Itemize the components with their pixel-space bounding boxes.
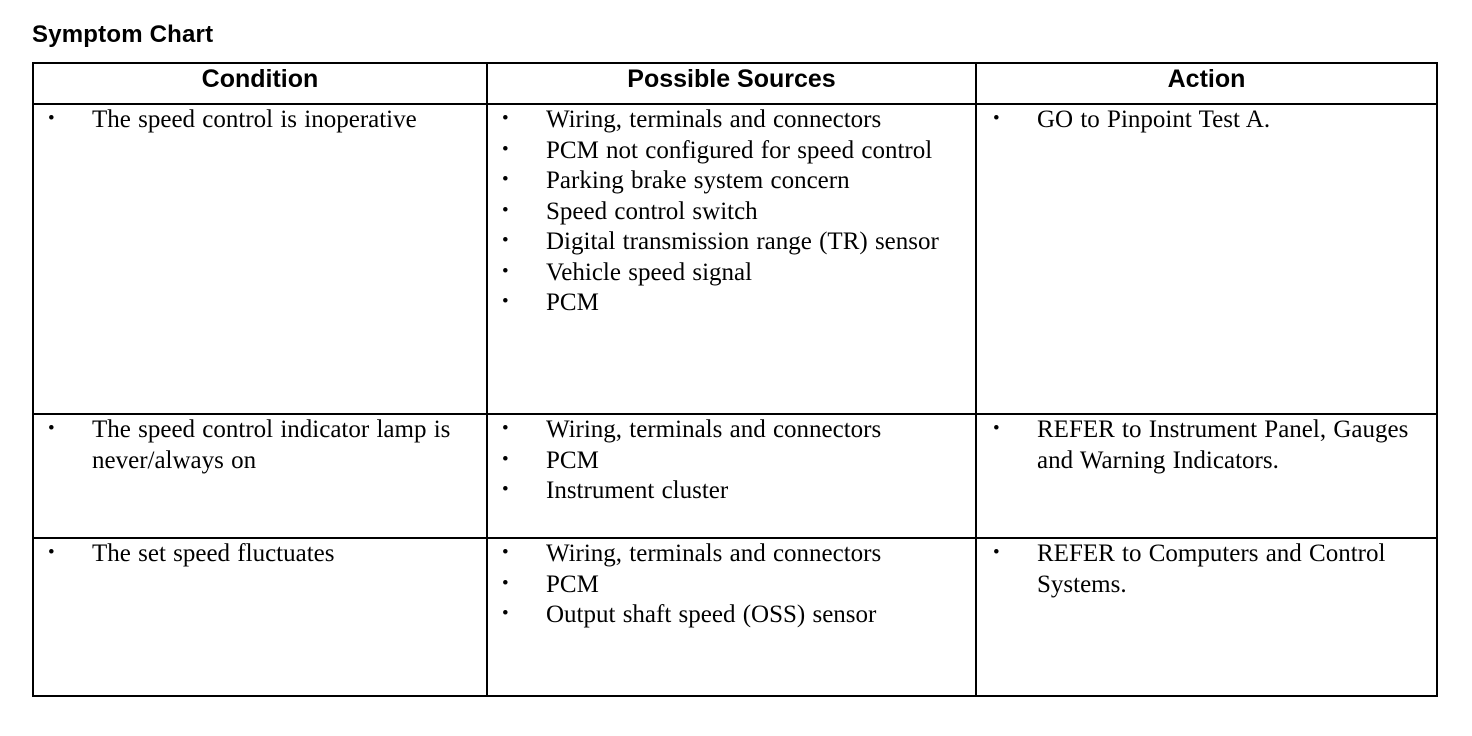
list-item: Instrument cluster xyxy=(488,475,975,507)
action-list: GO to Pinpoint Test A. xyxy=(977,104,1436,136)
table-header: Condition Possible Sources Action xyxy=(32,62,1438,105)
column-header-condition: Condition xyxy=(32,62,488,105)
list-item: Wiring, terminals and connectors xyxy=(488,414,975,446)
list-item: Wiring, terminals and connectors xyxy=(488,538,975,570)
cell-action: GO to Pinpoint Test A. xyxy=(975,103,1438,415)
list-item: Wiring, terminals and connectors xyxy=(488,104,975,136)
table-header-row: Condition Possible Sources Action xyxy=(32,62,1438,105)
list-item: Vehicle speed signal xyxy=(488,257,975,289)
cell-possible-sources: Wiring, terminals and connectors PCM Out… xyxy=(486,537,977,697)
list-item: PCM xyxy=(488,445,975,477)
list-item: The speed control is inoperative xyxy=(34,104,486,136)
cell-action: REFER to Computers and Control Systems. xyxy=(975,537,1438,697)
symptom-chart-table: Condition Possible Sources Action The sp… xyxy=(32,62,1438,697)
column-header-possible-sources: Possible Sources xyxy=(486,62,977,105)
cell-condition: The speed control indicator lamp is neve… xyxy=(32,413,488,539)
action-list: REFER to Instrument Panel, Gauges and Wa… xyxy=(977,414,1436,476)
possible-sources-list: Wiring, terminals and connectors PCM Out… xyxy=(488,538,975,631)
list-item: Speed control switch xyxy=(488,196,975,228)
list-item: GO to Pinpoint Test A. xyxy=(977,104,1436,136)
table-body: The speed control is inoperative Wiring,… xyxy=(32,103,1438,697)
table-row: The set speed fluctuates Wiring, termina… xyxy=(32,537,1438,697)
cell-condition: The speed control is inoperative xyxy=(32,103,488,415)
cell-possible-sources: Wiring, terminals and connectors PCM Ins… xyxy=(486,413,977,539)
action-list: REFER to Computers and Control Systems. xyxy=(977,538,1436,600)
list-item: Output shaft speed (OSS) sensor xyxy=(488,599,975,631)
list-item: PCM xyxy=(488,287,975,319)
list-item: Parking brake system concern xyxy=(488,165,975,197)
cell-possible-sources: Wiring, terminals and connectors PCM not… xyxy=(486,103,977,415)
condition-list: The speed control is inoperative xyxy=(34,104,486,136)
list-item: REFER to Computers and Control Systems. xyxy=(977,538,1436,600)
table-row: The speed control indicator lamp is neve… xyxy=(32,413,1438,539)
list-item: The speed control indicator lamp is neve… xyxy=(34,414,486,476)
cell-condition: The set speed fluctuates xyxy=(32,537,488,697)
list-item: Digital transmission range (TR) sensor xyxy=(488,226,975,258)
table-row: The speed control is inoperative Wiring,… xyxy=(32,103,1438,415)
page-title: Symptom Chart xyxy=(32,21,214,48)
column-header-action: Action xyxy=(975,62,1438,105)
list-item: REFER to Instrument Panel, Gauges and Wa… xyxy=(977,414,1436,476)
possible-sources-list: Wiring, terminals and connectors PCM Ins… xyxy=(488,414,975,507)
condition-list: The set speed fluctuates xyxy=(34,538,486,570)
condition-list: The speed control indicator lamp is neve… xyxy=(34,414,486,476)
cell-action: REFER to Instrument Panel, Gauges and Wa… xyxy=(975,413,1438,539)
possible-sources-list: Wiring, terminals and connectors PCM not… xyxy=(488,104,975,319)
list-item: PCM not configured for speed control xyxy=(488,135,975,167)
list-item: The set speed fluctuates xyxy=(34,538,486,570)
list-item: PCM xyxy=(488,569,975,601)
